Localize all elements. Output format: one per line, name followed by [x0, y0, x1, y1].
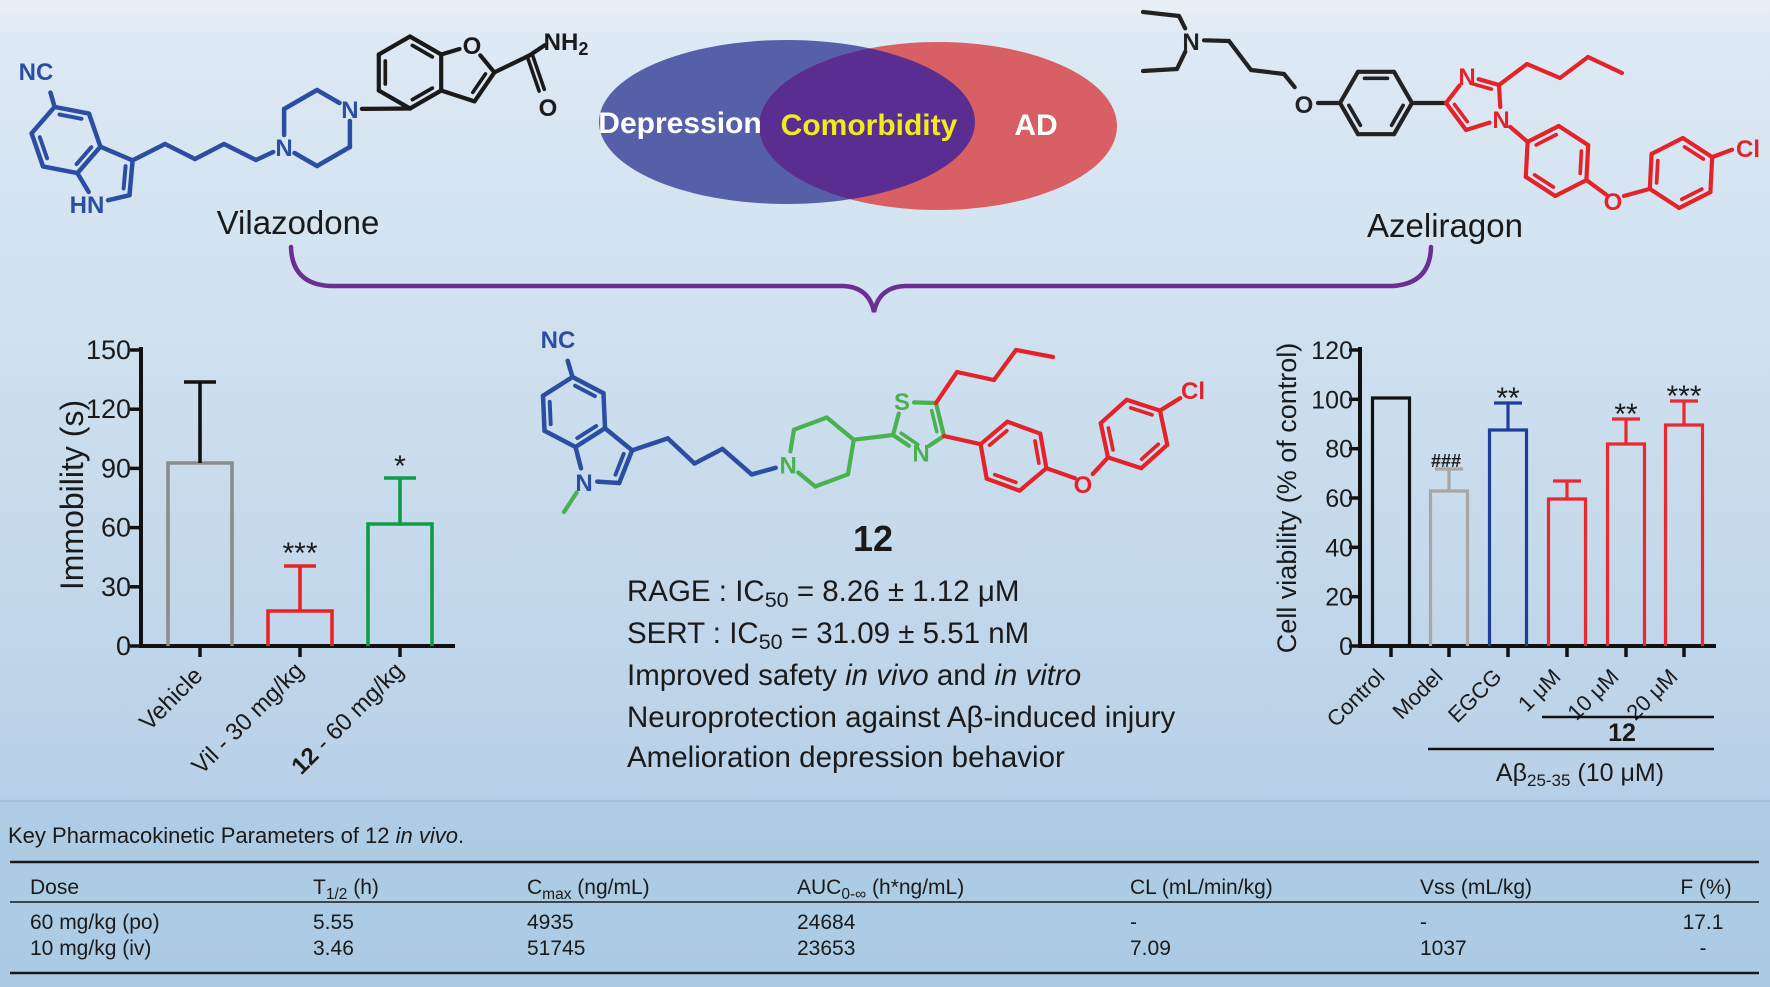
svg-text:-: -	[1700, 937, 1707, 960]
svg-text:N: N	[275, 135, 292, 162]
svg-text:90: 90	[101, 453, 131, 483]
svg-text:80: 80	[1325, 436, 1353, 464]
svg-text:10 mg/kg (iv): 10 mg/kg (iv)	[30, 937, 151, 960]
svg-text:NC: NC	[541, 327, 576, 354]
svg-text:Depression: Depression	[598, 107, 761, 140]
svg-text:20: 20	[1325, 584, 1353, 612]
svg-text:23653: 23653	[797, 937, 855, 960]
svg-text:O: O	[1604, 189, 1623, 216]
svg-text:NC: NC	[19, 59, 54, 86]
svg-text:4935: 4935	[527, 911, 574, 934]
svg-text:Immobility (s): Immobility (s)	[54, 400, 90, 590]
svg-text:RAGE : IC50 = 8.26 ± 1.12 μM: RAGE : IC50 = 8.26 ± 1.12 μM	[627, 575, 1019, 612]
svg-text:150: 150	[86, 335, 131, 365]
svg-text:60: 60	[101, 513, 131, 543]
svg-text:5.55: 5.55	[313, 911, 354, 934]
svg-text:***: ***	[282, 537, 317, 570]
svg-text:###: ###	[1431, 451, 1461, 471]
svg-text:S: S	[894, 389, 910, 416]
svg-text:100: 100	[1311, 386, 1353, 414]
svg-text:O: O	[1295, 92, 1314, 119]
svg-text:24684: 24684	[797, 911, 856, 934]
svg-text:30: 30	[101, 572, 131, 602]
svg-text:AUC0-∞ (h*ng/mL): AUC0-∞ (h*ng/mL)	[797, 876, 964, 903]
svg-text:-: -	[1130, 911, 1137, 934]
svg-text:***: ***	[1666, 380, 1701, 413]
svg-text:O: O	[463, 33, 482, 60]
svg-text:HN: HN	[70, 192, 105, 219]
svg-text:-: -	[1420, 911, 1427, 934]
svg-text:N: N	[780, 452, 797, 479]
svg-text:120: 120	[86, 394, 131, 424]
svg-text:Cell viability (% of control): Cell viability (% of control)	[1272, 343, 1302, 654]
svg-text:Vilazodone: Vilazodone	[217, 204, 380, 241]
svg-text:Amelioration depression behavi: Amelioration depression behavior	[627, 741, 1065, 774]
svg-text:51745: 51745	[527, 937, 585, 960]
svg-text:40: 40	[1325, 534, 1353, 562]
svg-text:Improved safety in vivo and in: Improved safety in vivo and in vitro	[627, 659, 1081, 692]
svg-text:O: O	[539, 95, 558, 122]
svg-text:AD: AD	[1014, 109, 1057, 142]
svg-text:Cl: Cl	[1736, 136, 1760, 163]
svg-text:Key Pharmacokinetic Parameters: Key Pharmacokinetic Parameters of 12 in …	[8, 823, 464, 848]
svg-text:F (%): F (%)	[1680, 876, 1731, 899]
svg-text:120: 120	[1311, 337, 1353, 365]
svg-text:*: *	[394, 450, 406, 483]
svg-text:12: 12	[853, 518, 893, 559]
svg-text:60 mg/kg (po): 60 mg/kg (po)	[30, 911, 160, 934]
svg-text:**: **	[1614, 398, 1638, 431]
svg-text:N: N	[1182, 29, 1199, 56]
svg-text:SERT : IC50 = 31.09 ± 5.51 nM: SERT : IC50 = 31.09 ± 5.51 nM	[627, 617, 1029, 654]
svg-text:Vss (mL/kg): Vss (mL/kg)	[1420, 876, 1532, 899]
svg-text:**: **	[1496, 382, 1520, 415]
svg-text:Comorbidity: Comorbidity	[781, 109, 958, 142]
svg-text:CL (mL/min/kg): CL (mL/min/kg)	[1130, 876, 1273, 899]
svg-text:Azeliragon: Azeliragon	[1367, 207, 1523, 244]
svg-text:N: N	[341, 97, 358, 124]
svg-text:0: 0	[1339, 633, 1353, 661]
svg-text:3.46: 3.46	[313, 937, 354, 960]
svg-text:N: N	[1458, 64, 1475, 91]
svg-text:Cl: Cl	[1181, 378, 1205, 405]
svg-text:0: 0	[116, 631, 131, 661]
svg-text:N: N	[912, 441, 929, 468]
svg-text:Aβ25-35 (10 μM): Aβ25-35 (10 μM)	[1496, 759, 1664, 790]
svg-text:Neuroprotection against Aβ-ind: Neuroprotection against Aβ-induced injur…	[627, 701, 1176, 734]
svg-text:Dose: Dose	[30, 876, 79, 899]
svg-text:12: 12	[1608, 719, 1636, 747]
svg-text:N: N	[575, 470, 592, 497]
svg-text:1037: 1037	[1420, 937, 1467, 960]
svg-text:60: 60	[1325, 485, 1353, 513]
svg-text:17.1: 17.1	[1683, 911, 1724, 934]
svg-text:N: N	[1492, 107, 1509, 134]
svg-text:O: O	[1074, 472, 1093, 499]
svg-text:7.09: 7.09	[1130, 937, 1171, 960]
